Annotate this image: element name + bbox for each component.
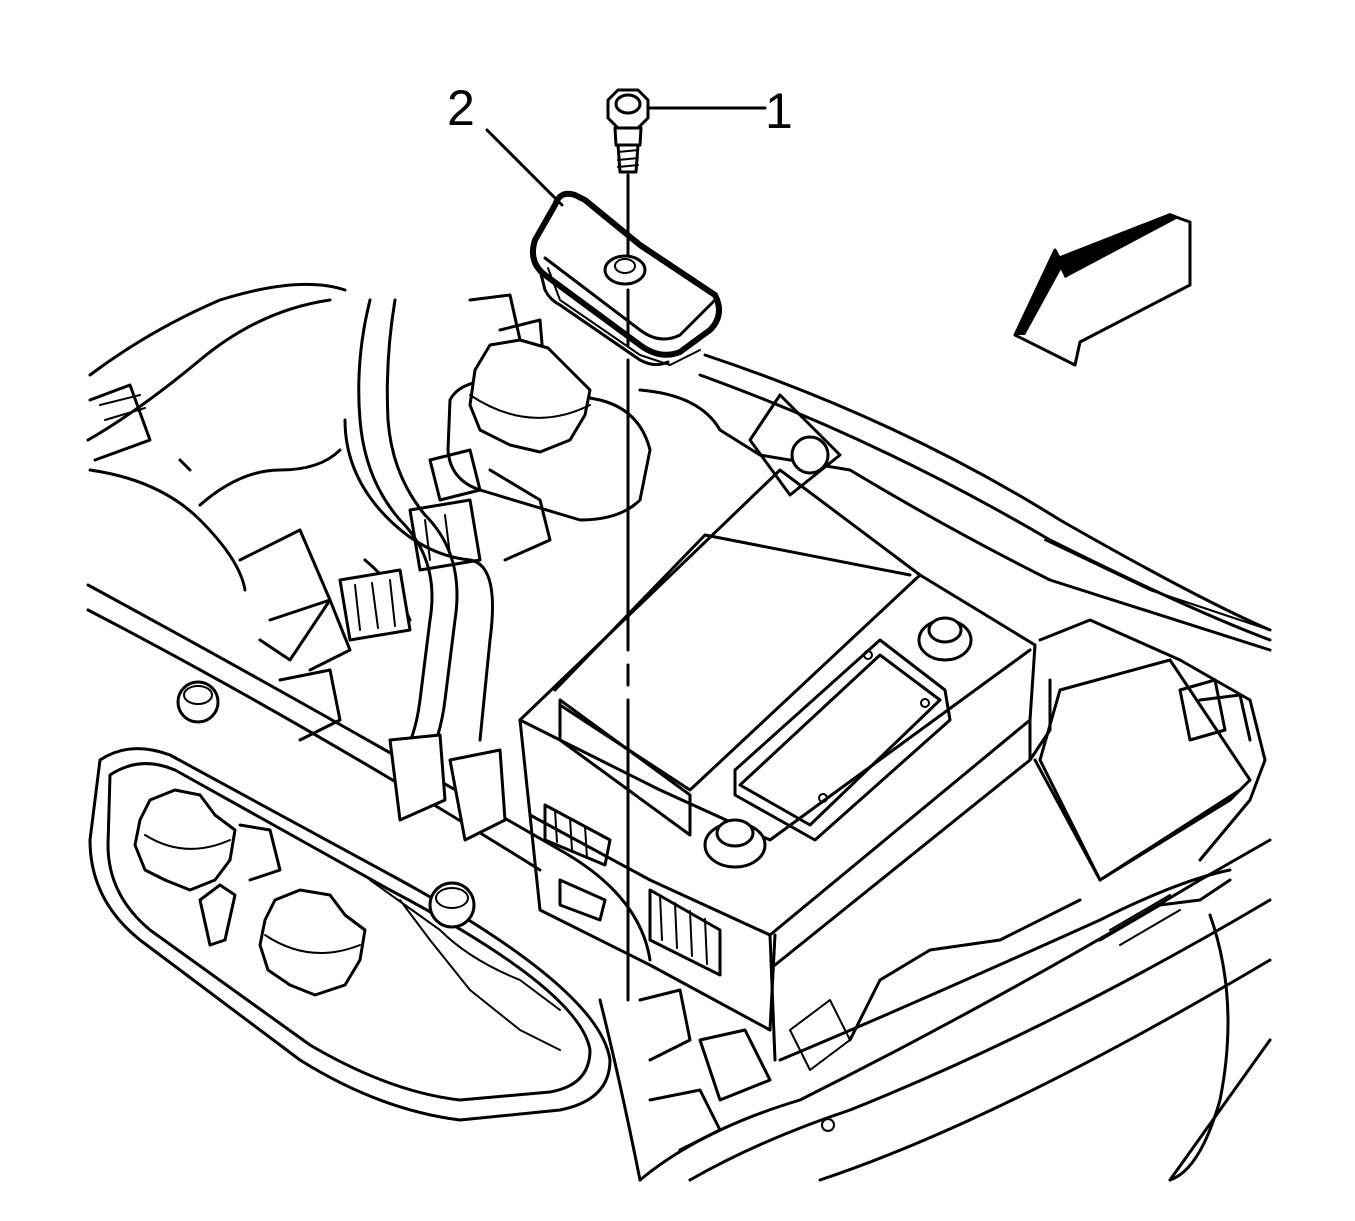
fender-panel <box>86 583 652 962</box>
cowl-panel <box>638 353 1272 652</box>
leader-lines <box>485 106 767 207</box>
engine-components <box>238 293 547 742</box>
reservoir-cutout <box>88 747 612 1122</box>
leader-line-2 <box>485 128 564 207</box>
hoses <box>343 298 507 842</box>
arrow-front-of-vehicle-icon <box>1013 213 1192 367</box>
grommets <box>176 680 476 929</box>
fuse-box <box>848 618 1267 1042</box>
callout-label-2: 2 <box>447 80 475 136</box>
lower-right-panels <box>598 838 1272 1182</box>
left-structure <box>86 282 347 592</box>
battery <box>518 468 1037 1071</box>
bolt-part <box>606 88 650 174</box>
coolant-reservoir <box>428 338 652 562</box>
bracket-part <box>530 190 722 367</box>
callout-label-1: 1 <box>765 83 793 139</box>
